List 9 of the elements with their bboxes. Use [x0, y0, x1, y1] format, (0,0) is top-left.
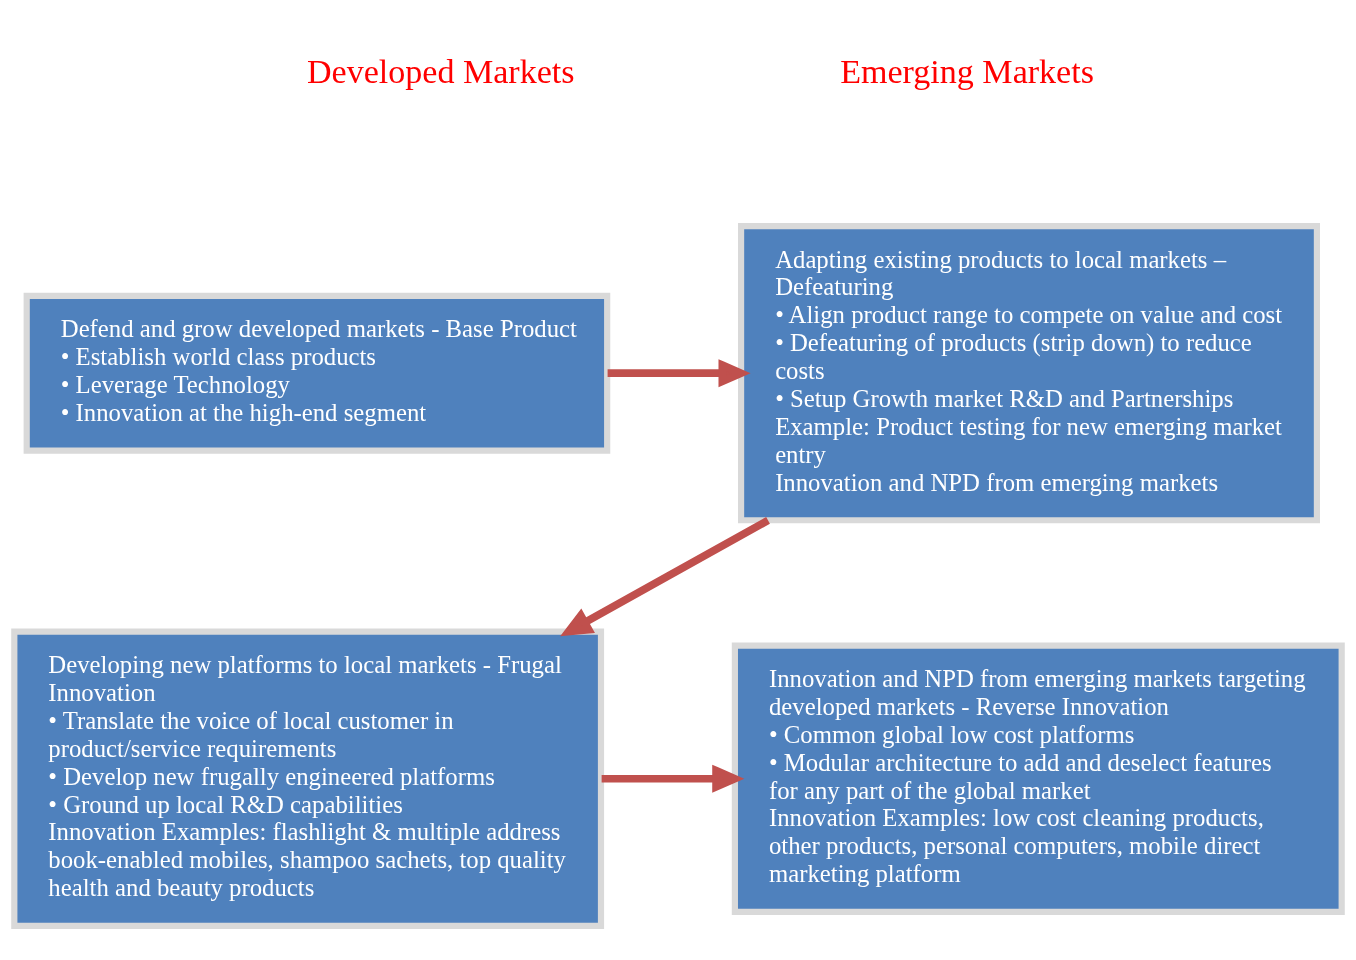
arrow	[601, 764, 745, 793]
label: Developed Markets	[307, 53, 575, 91]
label: Emerging Markets	[840, 53, 1094, 91]
node-box: Innovation and NPD from emerging markets targeting developed markets - Reverse Innovation • Common global low cost platforms • Modular architecture to add and deselect features for any part of the global market Innovation Examples: low cost cleaning products, other products, personal computers, mobile direct marketing platform	[731, 642, 1345, 915]
node-box: Developing new platforms to local markets - Frugal Innovation • Translate the voice of local customer in product/service requirements • Develop new frugally engineered platforms • Ground up local R&D capabilities Innovation Examples: flashlight & multiple address book-enabled mobiles, shampoo sachets, top quality health and beauty products	[11, 628, 605, 929]
arrow	[607, 359, 751, 388]
node-box: Adapting existing products to local markets – Defeaturing • Align product range to compete on value and cost • Defeaturing of products (strip down) to reduce costs • Setup Growth market R&D and Partnerships Example: Product testing for new emerging market entry Innovation and NPD from emerging markets	[738, 223, 1320, 524]
arrow	[560, 516, 770, 637]
node-box: Defend and grow developed markets - Base Product • Establish world class products • Leverage Technology • Innovation at the high-end segment	[23, 292, 611, 454]
